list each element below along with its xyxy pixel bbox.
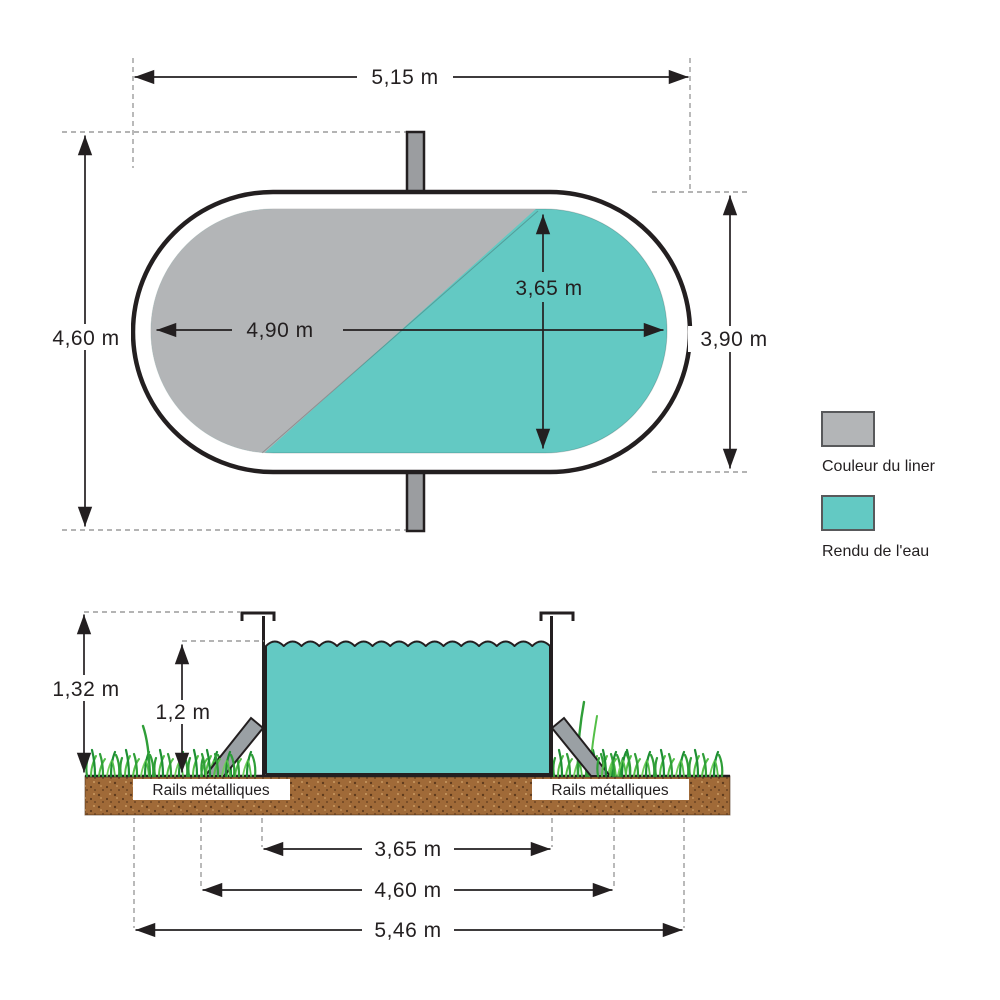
rails-label-left: Rails métalliques [152,782,269,799]
water-legend-label: Rendu de l'eau [822,543,929,560]
water-depth-label: 1,2 m [155,701,210,724]
rail-span-label: 4,60 m [374,879,441,902]
total-height-label: 4,60 m [52,327,119,350]
liner-area [151,209,538,453]
rails-label-box-left [133,779,290,800]
left-rim-bracket [240,611,276,621]
dim-total-height: 4,60 m [41,135,131,527]
top-view: 5,15 m 4,90 m 3,65 m [41,58,780,533]
dim-overall-width: 5,46 m [135,918,683,942]
rails-label-box-right [532,779,689,800]
grass-left [85,724,257,778]
total-width-label: 5,15 m [371,66,438,89]
label-backing [41,324,131,350]
top-tab [405,130,426,195]
dim-inner-width: 3,65 m [263,837,551,861]
legend: Couleur du liner Rendu de l'eau [821,411,936,560]
side-view: 1,32 m 1,2 m Rails métalliques Rails mét… [44,611,731,942]
right-rim-bracket [539,611,575,621]
dim-basin-height: 3,90 m [688,195,780,469]
dim-total-width: 5,15 m [134,63,689,90]
label-backing [362,878,454,902]
label-backing [688,326,780,352]
liner-width-label: 4,90 m [246,319,313,342]
water-cross-section [265,640,551,775]
dim-overall-height: 1,32 m [44,614,128,773]
inner-width-label: 3,65 m [374,838,441,861]
label-backing [362,837,454,861]
dim-rail-span: 4,60 m [202,878,613,902]
dim-liner-width: 4,90 m [156,319,664,342]
label-backing [152,700,214,724]
dim-water-depth: 1,2 m [152,644,214,773]
bottom-tab [405,468,426,533]
overall-width-label: 5,46 m [374,919,441,942]
water-swatch [821,495,875,531]
rails-label-right: Rails métalliques [551,782,668,799]
water-width-label: 3,65 m [515,277,582,300]
liner-water-split-line [261,210,539,454]
overall-height-label: 1,32 m [52,678,119,701]
label-backing [357,63,453,90]
liner-legend-label: Couleur du liner [822,458,936,475]
basin-height-label: 3,90 m [700,328,767,351]
label-backing [362,918,454,942]
dim-water-width: 3,65 m [515,214,582,449]
label-backing [44,675,128,701]
liner-swatch [821,411,875,447]
